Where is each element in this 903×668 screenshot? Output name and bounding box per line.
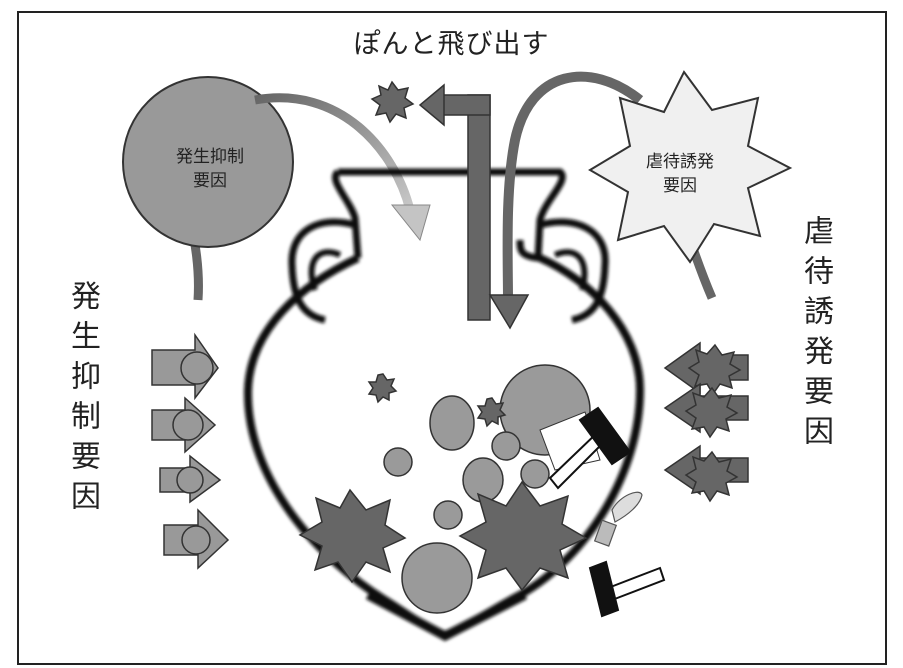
escaping-star bbox=[372, 82, 413, 122]
induce-arrow-head bbox=[490, 295, 528, 328]
induce-star-label: 虐待誘発 要因 bbox=[620, 150, 740, 198]
induce-arrows bbox=[665, 343, 748, 501]
induce-star-line1: 虐待誘発 bbox=[620, 150, 740, 174]
inhibit-circle-label: 発生抑制 要因 bbox=[150, 145, 270, 193]
inhibit-circle-line1: 発生抑制 bbox=[150, 145, 270, 169]
induce-star-line2: 要因 bbox=[620, 174, 740, 198]
hammer-lower bbox=[590, 562, 664, 616]
escape-arrow-bar bbox=[440, 95, 490, 115]
inhibit-circle-line2: 要因 bbox=[150, 169, 270, 193]
inhibit-factor-vertical-label: 発生抑制要因 bbox=[60, 280, 104, 520]
diagram-title: ぽんと飛び出す bbox=[0, 22, 903, 61]
inhibit-arrow-head bbox=[392, 205, 430, 240]
escape-arrow-shaft bbox=[468, 95, 490, 320]
induce-factor-vertical-label: 虐待誘発要因 bbox=[793, 215, 837, 455]
escape-arrow-head bbox=[420, 85, 444, 125]
inhibit-arrows bbox=[152, 335, 228, 568]
